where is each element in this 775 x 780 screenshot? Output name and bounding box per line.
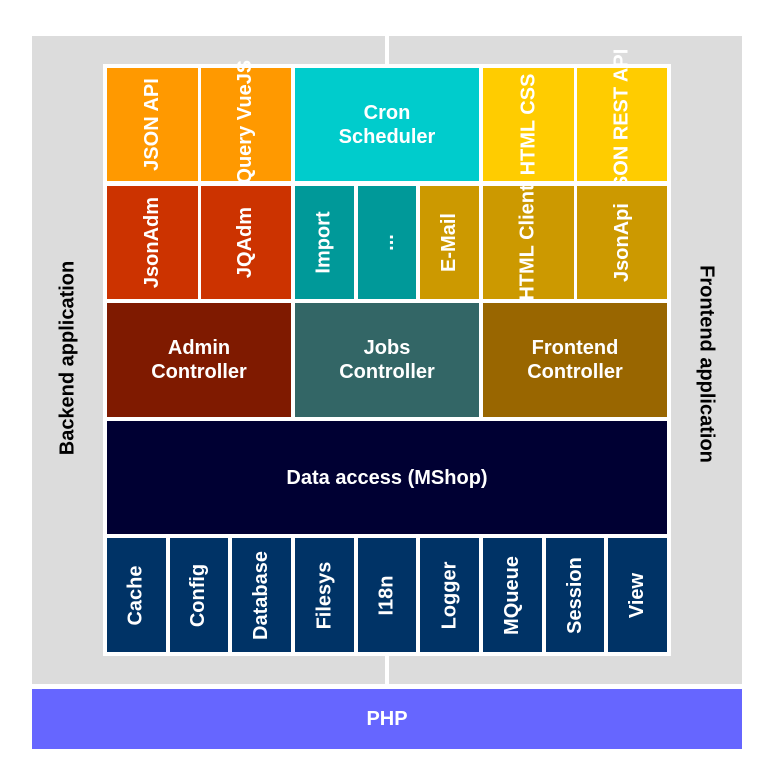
block-more-jobs: ... — [358, 186, 416, 299]
block-json-api: JSON API — [107, 68, 198, 181]
block-php-platform: PHP — [32, 689, 742, 749]
block-cron-scheduler: Cron Scheduler — [295, 68, 479, 181]
block-json-rest-api: JSON REST API — [577, 49, 667, 200]
block-data-access: Data access (MShop) — [107, 421, 667, 534]
block-lib-config: Config — [170, 538, 228, 652]
block-lib-filesys: Filesys — [295, 538, 354, 652]
block-lib-view: View — [608, 538, 667, 652]
block-html-css: HTML CSS — [483, 68, 574, 181]
block-html-client: HTML Client — [483, 184, 574, 301]
block-lib-logger: Logger — [420, 538, 479, 652]
block-lib-i18n: I18n — [358, 538, 416, 652]
backend-application-label: Backend application — [56, 260, 79, 456]
block-jqadm: JQAdm — [201, 186, 291, 299]
block-lib-session: Session — [546, 538, 604, 652]
block-lib-mqueue: MQueue — [483, 538, 542, 652]
frontend-application-label: Frontend application — [695, 265, 718, 463]
block-frontend-controller: Frontend Controller — [483, 303, 667, 417]
block-admin-controller: Admin Controller — [107, 303, 291, 417]
block-jobs-controller: Jobs Controller — [295, 303, 479, 417]
block-import: Import — [295, 186, 354, 299]
block-lib-cache: Cache — [107, 538, 166, 652]
block-jquery-vuejs: jQuery VueJS — [201, 60, 291, 189]
block-lib-database: Database — [232, 538, 291, 652]
block-jsonapi: JsonApi — [577, 186, 667, 299]
block-jsonadm: JsonAdm — [107, 186, 198, 299]
block-email: E-Mail — [420, 186, 479, 299]
